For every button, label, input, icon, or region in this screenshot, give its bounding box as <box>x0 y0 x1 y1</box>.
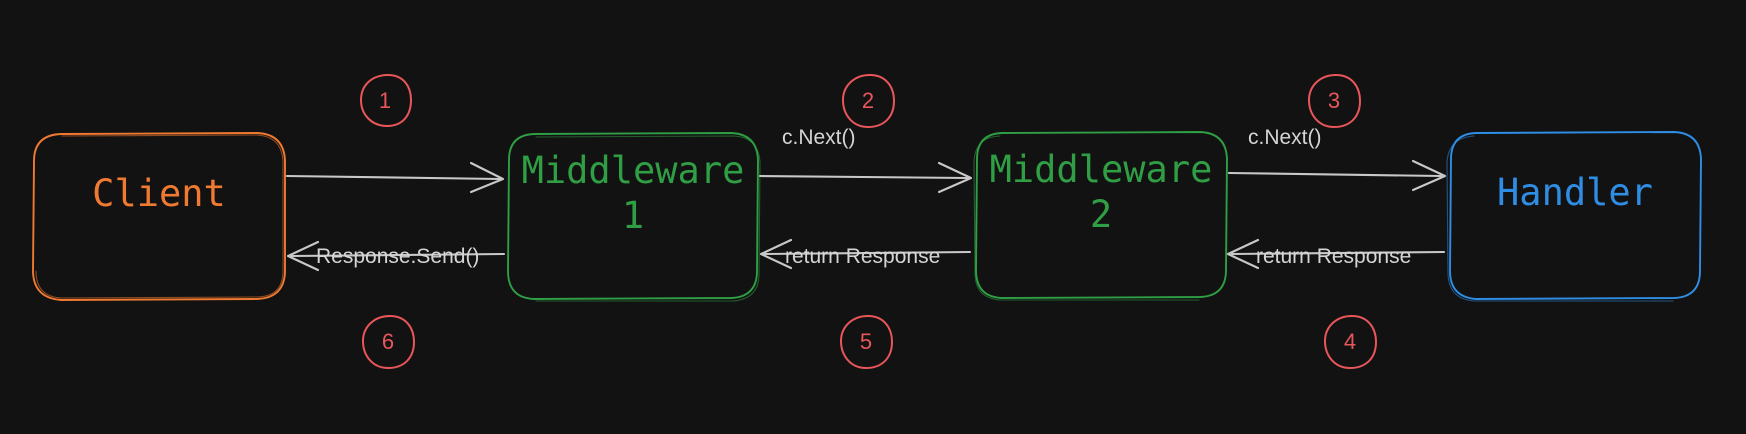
edge-label-return-response-2: return Response <box>1256 245 1412 268</box>
edge-client-to-middleware1 <box>285 161 505 194</box>
edge-label-return-response-1: return Response <box>785 245 941 268</box>
edge-middleware1-to-client <box>286 240 506 272</box>
step-marker-6-circle <box>361 315 416 370</box>
edge-label-c-next-2: c.Next() <box>1248 126 1322 149</box>
edge-middleware2-to-middleware1 <box>759 238 972 270</box>
edge-middleware2-to-handler <box>1227 159 1447 192</box>
edge-handler-to-middleware2 <box>1226 238 1446 270</box>
edge-middleware1-to-middleware2 <box>758 161 973 194</box>
step-marker-1-circle <box>359 74 413 128</box>
step-marker-5-circle <box>839 315 894 370</box>
node-middleware2-shape[interactable] <box>973 131 1228 301</box>
edge-label-c-next-1: c.Next() <box>782 126 856 149</box>
node-handler-shape[interactable] <box>1446 131 1702 302</box>
edge-label-response-send: Response.Send() <box>316 245 480 268</box>
step-marker-3-circle <box>1307 74 1362 129</box>
node-client-shape[interactable] <box>32 132 286 301</box>
step-marker-2-circle <box>841 74 896 129</box>
node-middleware1-shape[interactable] <box>507 132 761 302</box>
step-marker-4-circle <box>1323 315 1378 370</box>
